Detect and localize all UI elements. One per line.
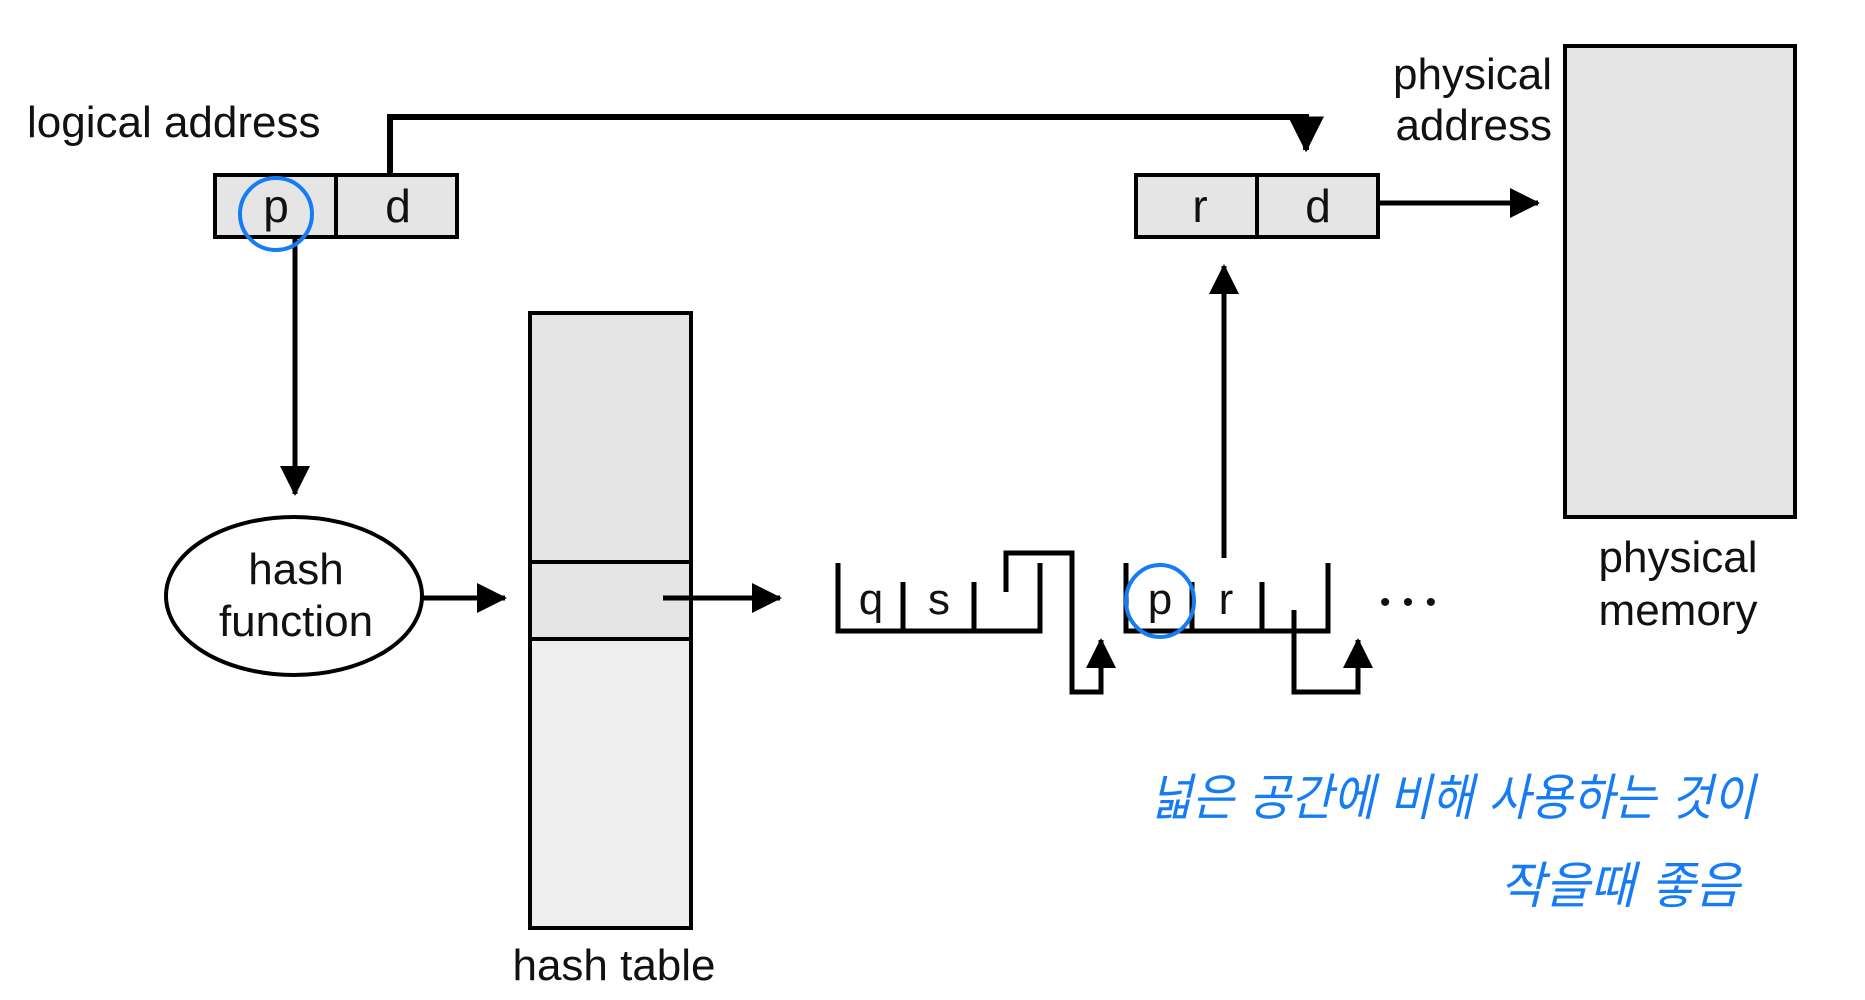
chain-node-2-field-p: p <box>1148 575 1172 624</box>
chain-node-1-field-q: q <box>859 575 883 624</box>
physical-address-label-line1: physical <box>1393 50 1552 99</box>
physical-memory-label-line1: physical <box>1599 533 1758 582</box>
physical-address-box: r d <box>1134 173 1380 239</box>
logical-address-p-text: p <box>263 180 289 232</box>
chain-node-1-field-s: s <box>928 575 950 624</box>
hash-table <box>528 311 693 930</box>
hash-function: hash function <box>164 515 424 677</box>
logical-address-label: logical address <box>27 98 321 147</box>
physical-address-r-cell <box>1134 173 1259 239</box>
physical-memory-label-line2: memory <box>1599 586 1758 635</box>
highlight-circle-chain-p <box>1124 563 1196 639</box>
physical-memory-block <box>1563 44 1797 519</box>
hash-table-label: hash table <box>512 941 715 990</box>
chain-node-1 <box>835 550 1116 695</box>
highlight-circle-logical-p <box>238 176 314 252</box>
logical-address-p-cell <box>213 173 338 239</box>
hash-function-label-line2: function <box>219 597 373 646</box>
chain-node-1-next-pointer <box>1003 550 1116 695</box>
physical-address-r-text: r <box>1192 180 1207 232</box>
physical-address-d-text: d <box>1305 180 1331 232</box>
physical-address-d-cell <box>1255 173 1380 239</box>
hash-table-top-region <box>528 311 693 564</box>
hash-function-ellipse <box>164 515 424 677</box>
logical-address-box: p d <box>213 173 459 239</box>
chain-node-2-next-pointer <box>1291 610 1373 695</box>
offset-connector-arrow <box>387 114 1324 175</box>
logical-address-d-text: d <box>385 180 411 232</box>
hash-table-bottom-region <box>528 637 693 930</box>
annotation-line-2: 작을때 좋음 <box>1500 857 1743 915</box>
annotation-line-1: 넓은 공간에 비해 사용하는 것이 <box>1150 769 1759 827</box>
chain-continuation-ellipsis: • • • <box>1380 586 1438 619</box>
chain-node-2-field-r: r <box>1219 575 1234 624</box>
chain-node-1-outline <box>835 563 1043 634</box>
logical-address-d-cell <box>334 173 459 239</box>
hash-function-label-line1: hash <box>248 545 343 594</box>
physical-address-label-line2: address <box>1395 101 1552 150</box>
